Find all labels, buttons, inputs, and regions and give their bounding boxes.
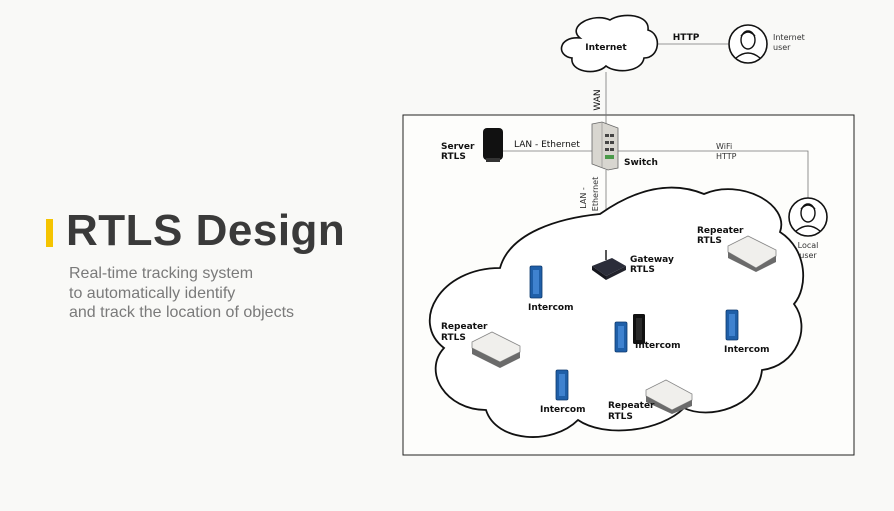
intercom-icon-1	[529, 265, 543, 299]
repeater-1-label-1: Repeater	[697, 226, 744, 236]
server-label-2: RTLS	[441, 152, 466, 162]
title-accent-bar	[46, 219, 53, 247]
intercom-4-label: Intercom	[540, 405, 586, 415]
switch-label: Switch	[624, 158, 658, 168]
repeater-2-label-1: Repeater	[441, 322, 488, 332]
gateway-label-2: RTLS	[630, 265, 655, 275]
intercom-3-label: Intercom	[724, 345, 770, 355]
local-network-cloud	[428, 186, 805, 438]
repeater-3-label-1: Repeater	[608, 401, 655, 411]
wan-label: WAN	[593, 89, 603, 110]
subtitle-line-3: and track the location of objects	[69, 304, 295, 321]
repeater-icon-2	[471, 331, 521, 368]
http-label: HTTP	[673, 33, 700, 43]
lan-vertical-label-2: Ethernet	[591, 177, 600, 211]
subtitle-line-1: Real-time tracking system	[69, 265, 254, 282]
wifi-link	[618, 150, 809, 200]
internet-user-label-2: user	[773, 43, 791, 52]
intercom-2-label: Intercom	[635, 341, 681, 351]
internet-user-label-1: Internet	[773, 33, 805, 42]
intercom-1-label: Intercom	[528, 303, 574, 313]
intercom-icon-2	[614, 314, 645, 353]
internet-cloud	[560, 14, 659, 73]
server-icon	[483, 128, 503, 162]
local-user-label-2: user	[799, 251, 817, 260]
wifi-http-label: HTTP	[716, 152, 737, 161]
repeater-3-label-2: RTLS	[608, 412, 633, 422]
repeater-icon-3	[645, 379, 693, 414]
subtitle-line-2: to automatically identify	[69, 284, 236, 302]
switch-icon	[591, 121, 619, 171]
gateway-icon	[592, 250, 626, 280]
gateway-label-1: Gateway	[630, 255, 674, 265]
lan-vertical-label-1: LAN -	[579, 187, 588, 209]
server-label-1: Server	[441, 142, 475, 152]
local-user-icon	[788, 197, 828, 237]
page-title: RTLS Design	[66, 206, 346, 255]
wifi-label: WiFi	[716, 142, 732, 151]
intercom-icon-4	[555, 369, 569, 401]
internet-label: Internet	[585, 43, 627, 53]
local-user-label-1: Local	[798, 241, 819, 250]
repeater-2-label-2: RTLS	[441, 333, 466, 343]
intercom-icon-3	[725, 309, 739, 341]
lan-ethernet-label: LAN - Ethernet	[514, 140, 580, 150]
repeater-icon-1	[727, 235, 777, 272]
internet-user-icon	[728, 24, 768, 64]
subtitle: Real-time tracking system to automatical…	[69, 264, 294, 323]
repeater-1-label-2: RTLS	[697, 236, 722, 246]
